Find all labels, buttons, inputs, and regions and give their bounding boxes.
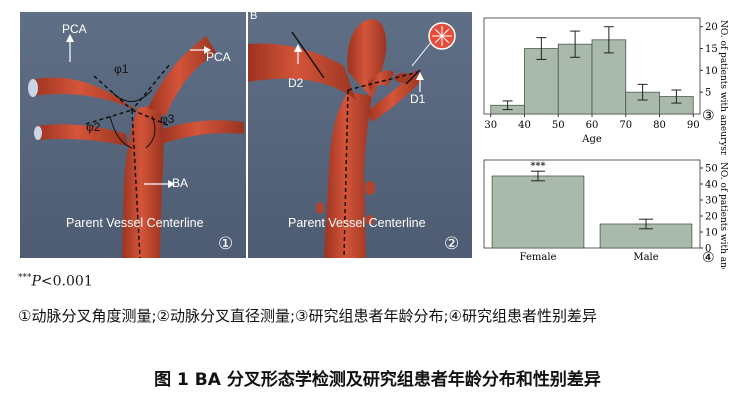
y-tick-label: 15 (705, 44, 718, 55)
significance-footnote: ***P<0.001 (18, 273, 93, 290)
y-tick-label: 10 (705, 66, 718, 77)
centerline-label-1: Parent Vessel Centerline (66, 216, 204, 230)
phi3-label: φ3 (160, 112, 175, 126)
pca-right-label: PCA (206, 50, 231, 64)
x-tick-label: 70 (619, 120, 632, 131)
x-tick-label: 80 (653, 120, 666, 131)
y-tick-label: 0 (705, 244, 711, 255)
x-tick-label: 30 (484, 120, 497, 131)
y-tick-label: 20 (705, 212, 718, 223)
angle-measurement-panel: PCA PCA φ1 φ2 φ3 BA Parent Vessel Center… (20, 12, 246, 258)
y-tick-label: 50 (705, 164, 718, 175)
artery-model-2 (248, 19, 456, 258)
pca-left-label: PCA (62, 22, 87, 36)
panel-letter-b: B (250, 12, 258, 22)
panel-number-3: ③ (702, 108, 715, 124)
footnote-p: P (31, 273, 41, 290)
x-tick-label: 90 (687, 120, 700, 131)
category-label: Female (520, 252, 557, 263)
category-label: Male (633, 252, 658, 263)
significance-stars: *** (531, 161, 546, 172)
phi1-label: φ1 (114, 62, 129, 76)
artery-model-1 (28, 34, 244, 258)
y-tick-label: 40 (705, 180, 718, 191)
x-tick-label: 40 (518, 120, 531, 131)
panel-number-4: ④ (702, 250, 715, 266)
footnote-value: <0.001 (40, 273, 93, 290)
panel-number-1: ① (218, 234, 234, 254)
figure-title: 图 1 BA 分叉形态学检测及研究组患者年龄分布和性别差异 (154, 370, 601, 390)
centerline-label-2: Parent Vessel Centerline (288, 216, 426, 230)
x-axis-label: Age (581, 134, 602, 145)
ba-label: BA (172, 176, 189, 190)
plot-frame (483, 159, 701, 249)
figure-caption: ①动脉分叉角度测量;②动脉分叉直径测量;③研究组患者年龄分布;④研究组患者性别差… (18, 307, 597, 325)
y-tick-label: 20 (705, 22, 718, 33)
y-tick-label: 30 (705, 196, 718, 207)
footnote-stars: *** (18, 273, 32, 283)
bar (491, 175, 585, 249)
phi2-label: φ2 (86, 120, 101, 134)
diameter-measurement-panel: B D2 D1 Parent Vessel Centerline ② (248, 12, 472, 258)
panel-number-2: ② (444, 234, 460, 254)
y-axis-label: NO. of patients with aneurysm (718, 162, 728, 269)
y-tick-label: 10 (705, 228, 718, 239)
y-axis-label: NO. of patients with aneurysm (718, 20, 728, 155)
y-tick-label: 5 (705, 88, 711, 99)
x-tick-label: 50 (552, 120, 565, 131)
x-tick-label: 60 (586, 120, 599, 131)
d2-label: D2 (288, 76, 304, 90)
d1-label: D1 (410, 92, 426, 106)
